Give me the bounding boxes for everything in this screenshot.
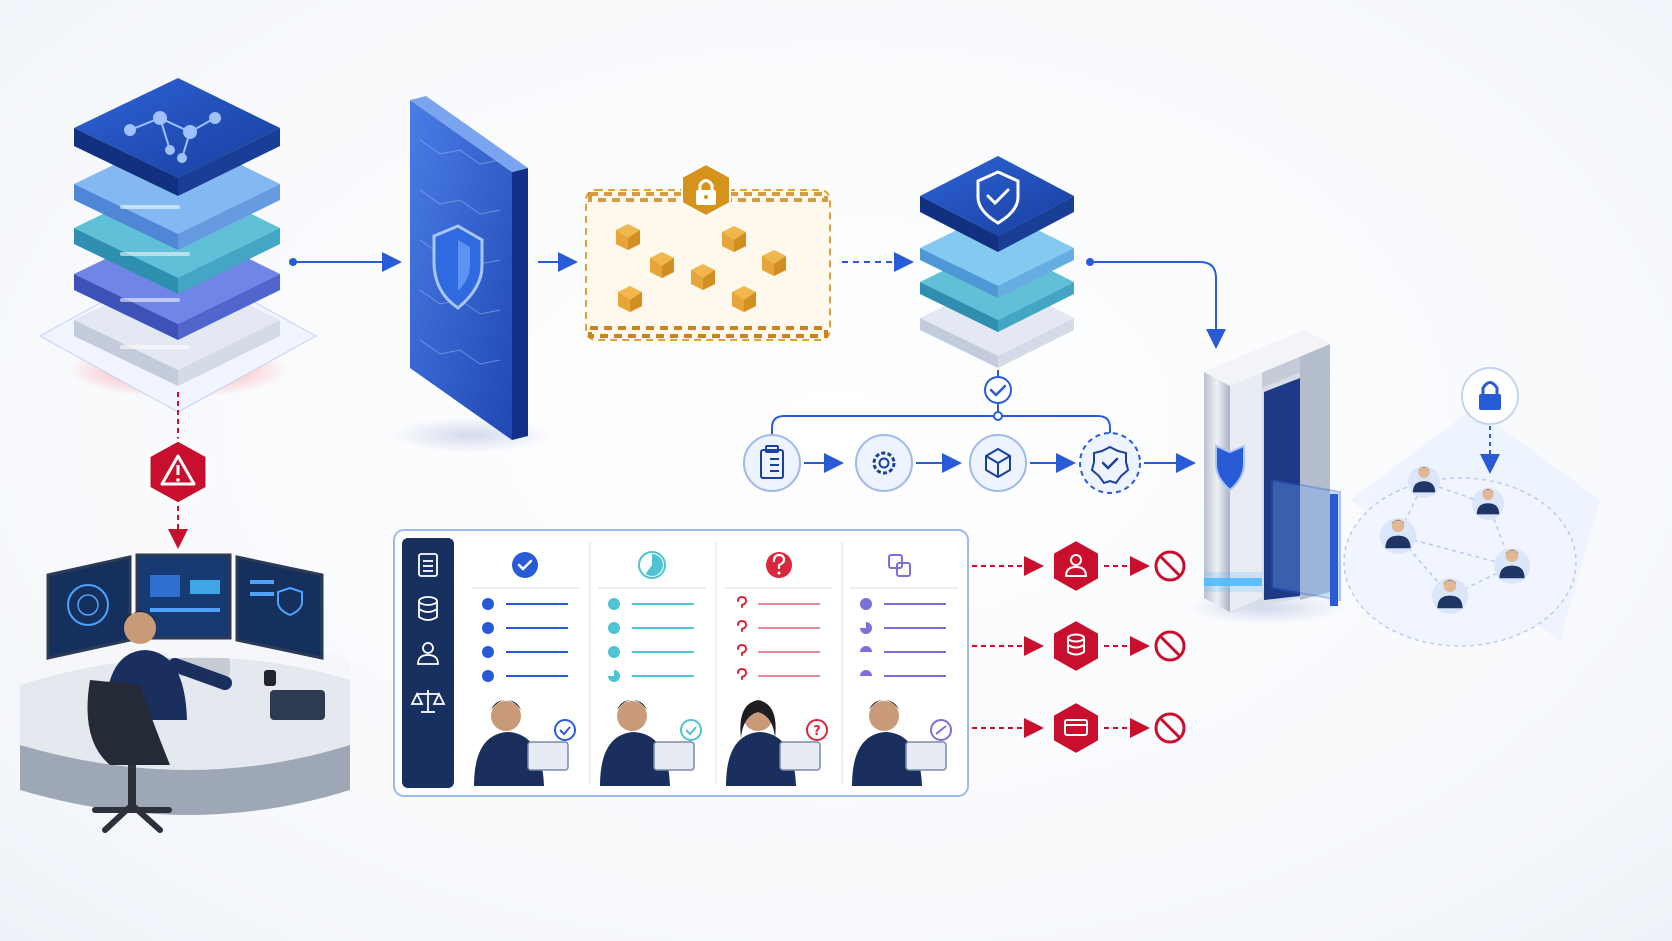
monitor-screens (46, 553, 324, 660)
warning-triangle-icon (147, 438, 209, 506)
review-column-questioned (737, 552, 820, 680)
no-entry-icon (1154, 712, 1186, 744)
user-avatar (1472, 488, 1504, 520)
database-hex-icon (1052, 618, 1100, 674)
padlock-icon (1461, 367, 1519, 425)
pie-progress-icon (638, 551, 666, 579)
user-avatar (1432, 578, 1468, 614)
question-circle-icon (766, 552, 792, 578)
pipeline-step-checklist (743, 434, 801, 492)
badge-check-icon (1090, 445, 1130, 485)
shield-icon (432, 224, 484, 310)
credit-card-hex-icon (1052, 700, 1100, 756)
blocked-access-row (972, 538, 1186, 594)
reviewer-in-progress (600, 700, 702, 786)
padlock-icon (681, 162, 731, 218)
sidebar-scales-icon[interactable] (410, 690, 446, 713)
review-column-in-progress (608, 551, 694, 682)
source-data-stack (38, 78, 318, 413)
sidebar-database-icon[interactable] (418, 596, 438, 621)
user-avatar (1494, 548, 1530, 584)
no-entry-icon (1154, 630, 1186, 662)
user-avatar (1408, 466, 1440, 498)
access-security-gate (1185, 330, 1345, 624)
reviewer-merged (852, 700, 952, 786)
shield-check-icon (976, 170, 1020, 225)
no-entry-icon (1154, 550, 1186, 582)
pipeline-step-certified (1079, 432, 1141, 494)
reviewer-questioned: ? (726, 700, 828, 786)
check-circle-icon (512, 552, 538, 578)
shield-icon (1215, 444, 1245, 492)
security-operator-workstation (20, 553, 350, 833)
reviewer-approved (474, 700, 576, 786)
question-mark-glyph: ? (813, 724, 821, 739)
clipboard-checklist-icon (760, 445, 784, 479)
network-graph-icon (124, 111, 221, 163)
review-column-merged (860, 554, 946, 677)
sidebar-user-icon[interactable] (417, 642, 439, 665)
validation-check-icon (984, 376, 1012, 404)
user-hex-icon (1052, 538, 1100, 594)
review-column-approved (482, 552, 568, 682)
blocked-access-row (972, 700, 1186, 756)
firewall-panel (390, 96, 550, 453)
user-avatar (1380, 518, 1416, 554)
pipeline-step-packaging (969, 434, 1027, 492)
data-cubes (616, 224, 786, 312)
protected-user-network (1343, 367, 1600, 647)
encrypted-vault-container (585, 162, 831, 341)
verified-data-stack (920, 156, 1074, 368)
blocked-access-row (972, 618, 1186, 674)
review-dashboard-panel: ? (393, 529, 969, 797)
gear-icon (872, 451, 896, 475)
sidebar-document-icon[interactable] (418, 553, 438, 577)
package-cube-icon (985, 448, 1011, 478)
pipeline-step-processing (855, 434, 913, 492)
overlap-squares-icon (888, 554, 911, 577)
